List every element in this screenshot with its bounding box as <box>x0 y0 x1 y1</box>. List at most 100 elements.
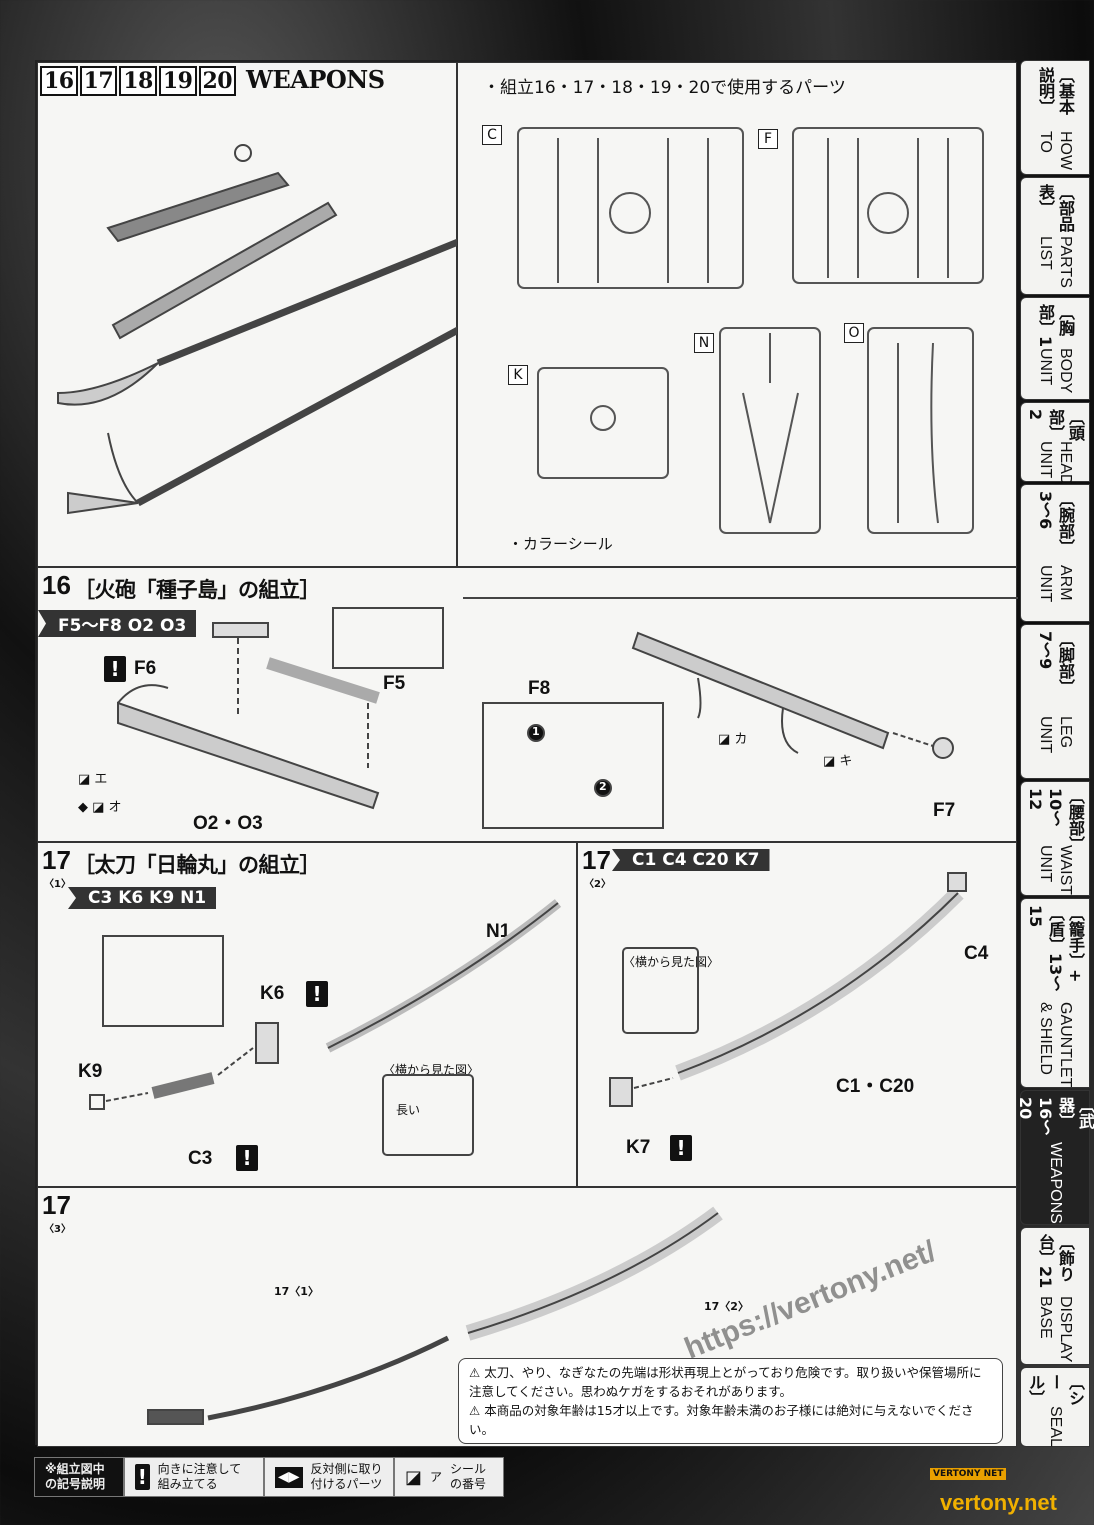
step-17-1-illustration <box>89 899 562 1156</box>
tab-en: HEAD UNIT <box>1037 441 1074 486</box>
step-number: 19 <box>158 66 197 96</box>
warning-2: ⚠ 本商品の対象年齢は15才以上です。対象年齢未満のお子様には絶対に与えないでく… <box>469 1403 974 1437</box>
sticker-ki: ◪ キ <box>823 754 853 769</box>
step-17-1-panel: 17 〈1〉 ［太刀「日輪丸」の組立］ C3 K6 K9 N1 N1 K6 ! … <box>37 842 577 1187</box>
part-label-o2-o3: O2・O3 <box>193 813 263 834</box>
legend-text: 向きに注意して組み立てる <box>157 1462 242 1491</box>
step-17-2-illustration <box>609 872 967 1107</box>
step-title: ［太刀「日輪丸」の組立］ <box>74 852 321 877</box>
legend-item: ◀▶ 反対側に取り付けるパーツ <box>264 1457 394 1497</box>
watermark-site: vertony.net <box>940 1490 1057 1515</box>
part-label-n1: N1 <box>486 921 511 942</box>
tab-parts-list[interactable]: 〔部品表〕PARTS LIST <box>1020 177 1090 295</box>
tab-seal[interactable]: 〔シール〕SEAL <box>1020 1367 1090 1447</box>
legend-text: 反対側に取り付けるパーツ <box>310 1462 383 1491</box>
tab-en: HOW TO <box>1037 130 1074 170</box>
runner-label-k: K <box>508 365 528 385</box>
reference-17-1: 17〈1〉 <box>274 1285 319 1298</box>
step-number: 17 <box>42 845 71 875</box>
tab-jp: 〔シール〕 <box>1026 1374 1085 1406</box>
tab-jp: 〔籠手〕+〔盾〕13〜15 <box>1026 905 1085 992</box>
parts-list-bar: F5〜F8 O2 O3 <box>38 610 197 637</box>
sticker-number: エ <box>94 772 108 787</box>
sticker-mark: ア <box>430 1469 443 1484</box>
legend-heading: ※組立図中の記号説明 <box>34 1457 124 1497</box>
legend-item: ◪アシールの番号 <box>394 1457 504 1497</box>
reference-17-2: 17〈2〉 <box>704 1300 749 1313</box>
part-label-f6: F6 <box>134 658 157 679</box>
sticker-ka: ◪ カ <box>718 732 748 747</box>
part-label-k6: K6 <box>260 983 285 1004</box>
symbol-legend: ※組立図中の記号説明 !向きに注意して組み立てる ◀▶反対側に取り付けるパーツ … <box>34 1457 504 1497</box>
step-16-panel: 16 ［火砲「種子島」の組立］ F5〜F8 O2 O3 ! F6 F5 O2・O… <box>37 567 1018 842</box>
parts-used-panel: ・組立16・17・18・19・20で使用するパーツ C F K N O ・カラー… <box>457 62 1017 567</box>
part-label-f5: F5 <box>383 673 406 694</box>
parts-used-title: ・組立16・17・18・19・20で使用するパーツ <box>483 78 846 98</box>
tab-jp: 〔飾り台〕21 <box>1036 1234 1075 1289</box>
step-number: 20 <box>198 66 237 96</box>
step-number: 17 <box>582 845 611 875</box>
warning-1: ⚠ 太刀、やり、なぎなたの先端は形状再現上とがっており危険です。取り扱いや保管場… <box>469 1365 982 1399</box>
tab-en: PARTS LIST <box>1037 235 1074 288</box>
tab-jp: 〔武器〕16〜20 <box>1016 1097 1094 1136</box>
title-text: WEAPONS <box>245 65 385 94</box>
warning-text: 太刀、やり、なぎなたの先端は形状再現上とがっており危険です。取り扱いや保管場所に… <box>469 1365 982 1399</box>
weapons-illustration <box>57 144 458 515</box>
part-label-f8: F8 <box>528 678 551 699</box>
exclamation-icon: ! <box>670 1135 692 1161</box>
runner-label-c: C <box>482 125 502 145</box>
part-label-c1-c20: C1・C20 <box>836 1076 915 1097</box>
tab-jp: 〔部品表〕 <box>1036 184 1075 232</box>
parts-list-bar: C3 K6 K9 N1 <box>68 887 217 909</box>
tab-en: SEAL <box>1047 1406 1064 1447</box>
parts-list-bar: C1 C4 C20 K7 <box>612 849 770 871</box>
sticker-icon: ◪ <box>405 1466 423 1488</box>
runner-label-n: N <box>694 333 714 353</box>
tab-jp: 〔腰部〕10〜12 <box>1026 788 1085 844</box>
side-view-label: 〈横から見た図〉 <box>383 1063 480 1077</box>
part-label-k9: K9 <box>78 1061 103 1082</box>
tab-en: WEAPONS <box>1047 1142 1064 1224</box>
step-number: 16 <box>42 570 71 600</box>
step-sub: 〈3〉 <box>44 1224 71 1235</box>
runner-illustrations <box>517 127 984 534</box>
runner-label-o: O <box>844 323 864 343</box>
exclamation-icon: ! <box>236 1145 258 1171</box>
step-sub: 〈1〉 <box>44 879 71 890</box>
tab-how-to[interactable]: 〔基本説明〕 HOW TO <box>1020 60 1090 175</box>
sticker-o: ◆ ◪ オ <box>78 800 122 815</box>
step-title: ［火砲「種子島」の組立］ <box>74 577 321 602</box>
tab-en: BODY UNIT <box>1037 348 1074 394</box>
legend-item: ! 向きに注意して組み立てる <box>124 1457 264 1497</box>
exclamation-icon: ! <box>135 1464 150 1490</box>
step-17-3-illustration <box>147 1206 723 1425</box>
step-number: 17 <box>42 1190 71 1220</box>
side-view-label: 〈横から見た図〉 <box>623 955 720 969</box>
sticker-number: オ <box>108 800 122 815</box>
order-2: 2 <box>599 780 607 793</box>
tab-jp: 〔脚部〕7〜9 <box>1036 631 1075 695</box>
step-number: 18 <box>119 66 157 96</box>
warning-box: ⚠ 太刀、やり、なぎなたの先端は形状再現上とがっており危険です。取り扱いや保管場… <box>458 1358 1003 1444</box>
order-1: 1 <box>532 725 540 738</box>
exclamation-icon: ! <box>104 656 126 682</box>
tab-jp: 〔基本説明〕 <box>1036 67 1075 115</box>
color-seal-label: ・カラーシール <box>508 535 613 553</box>
part-label-c3: C3 <box>188 1148 213 1169</box>
step-17-2-panel: 17 〈2〉 C1 C4 C20 K7 C4 C1・C20 K7 ! 〈横から見… <box>577 842 1017 1187</box>
tab-en: WAIST UNIT <box>1037 845 1074 895</box>
reverse-side-icon: ◀▶ <box>275 1466 303 1488</box>
step-17-3-panel: 17 〈3〉 17〈1〉 17〈2〉 ⚠ 太刀、やり、なぎなたの先端は形状再現上… <box>37 1187 1017 1447</box>
step-sub: 〈2〉 <box>584 879 611 890</box>
